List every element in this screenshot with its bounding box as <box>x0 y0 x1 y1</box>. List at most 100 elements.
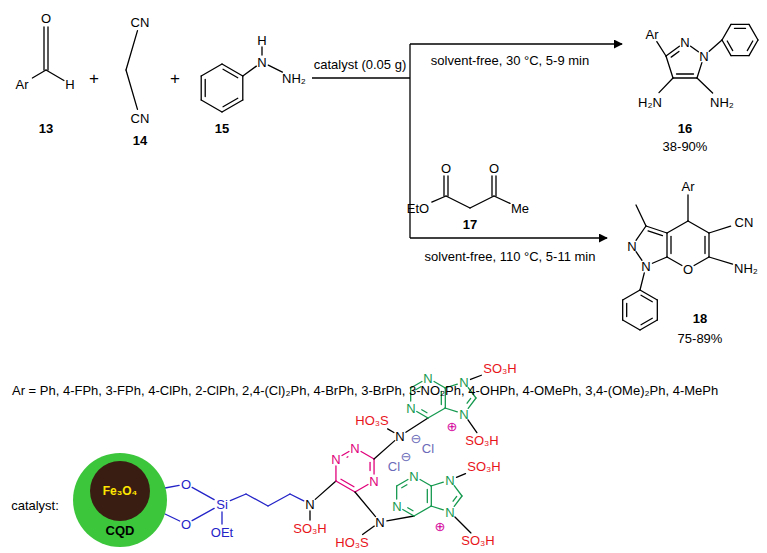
bond-line <box>694 257 709 266</box>
chem-label: NH₂ <box>710 96 734 109</box>
chem-label: OEt <box>211 526 233 539</box>
bond-line <box>335 466 336 481</box>
bond-line <box>205 80 206 97</box>
dot-label: CQD <box>73 524 167 537</box>
chem-label: SO₃H <box>465 434 498 447</box>
bond-line <box>221 512 222 524</box>
bond-line <box>641 295 652 302</box>
bond-line <box>447 176 448 196</box>
chem-label: N <box>392 500 401 513</box>
bond-line <box>722 24 731 40</box>
compound-number: 14 <box>133 134 147 147</box>
bond-line <box>455 517 471 533</box>
bond-line <box>657 42 666 56</box>
bond-line <box>388 429 394 433</box>
bond-line <box>355 492 376 517</box>
chem-label: ⊕ <box>435 520 446 533</box>
bond-line <box>402 485 407 488</box>
bond-line <box>636 226 646 240</box>
bond-line <box>491 176 492 196</box>
bond-line <box>414 506 431 516</box>
bond-line <box>201 64 222 76</box>
compound-number: 17 <box>463 218 477 231</box>
chem-label: N <box>257 56 266 69</box>
bond-line <box>373 459 374 474</box>
bond-line <box>731 55 749 56</box>
chem-label: N <box>445 474 454 487</box>
chem-label: solvent-free, 110 °C, 5-11 min <box>425 250 596 263</box>
chem-label: N <box>459 408 468 421</box>
bond-line <box>494 196 510 203</box>
chem-label: CN <box>131 112 150 125</box>
bond-line <box>470 196 494 208</box>
bond-line <box>636 205 646 226</box>
bond-line <box>387 516 414 521</box>
bond-line <box>727 41 733 51</box>
bond-line <box>673 77 697 78</box>
bond-line <box>731 24 749 25</box>
bond-line <box>355 485 368 493</box>
chem-label: SO₃H <box>483 362 516 375</box>
chem-label: EtO <box>407 202 429 215</box>
chem-label: SO₃H <box>293 522 326 535</box>
bond-line <box>342 452 349 456</box>
chem-label: Cl <box>422 442 434 455</box>
bond-line <box>704 237 705 254</box>
bond-line <box>454 486 462 496</box>
bond-line <box>468 420 477 433</box>
chem-label: N <box>627 240 636 253</box>
chem-label: O <box>41 12 51 25</box>
chem-label: H <box>257 34 266 47</box>
bond-line <box>43 27 44 70</box>
chem-label: N <box>395 430 404 443</box>
bond-line <box>32 70 46 78</box>
chem-label: H <box>65 78 74 91</box>
bond-line <box>46 70 64 80</box>
bond-line <box>422 410 427 413</box>
bond-line <box>431 482 443 486</box>
bond-line <box>652 257 667 263</box>
bond-line <box>165 485 179 488</box>
chem-label: ⊖ <box>401 450 412 463</box>
bond-line <box>735 28 746 29</box>
bond-line <box>495 176 496 196</box>
bond-line <box>223 69 238 78</box>
bond-line <box>671 51 679 57</box>
bond-line <box>471 375 482 379</box>
compound-number: 16 <box>678 122 692 135</box>
bond-line <box>666 56 673 78</box>
chem-label: SO₃H <box>461 534 494 547</box>
bond-line <box>749 24 758 40</box>
bond-line <box>431 506 443 510</box>
chem-label: Ar <box>682 180 695 193</box>
bond-line <box>242 76 243 100</box>
chem-label: N <box>459 376 468 389</box>
bond-line <box>691 46 699 52</box>
bond-line <box>688 221 709 233</box>
chem-label: Ar <box>646 28 659 41</box>
bond-line <box>192 487 214 499</box>
bond-line <box>374 441 395 459</box>
reaction-arrow <box>410 43 622 44</box>
chem-label: + <box>89 70 99 87</box>
magnetic-core: Fe₃O₄ <box>90 461 150 521</box>
chem-label: catalyst (0.05 g) <box>314 58 407 71</box>
chem-label: O <box>683 263 693 276</box>
bond-line <box>666 46 679 56</box>
bond-line <box>636 252 642 261</box>
bond-line <box>432 196 446 202</box>
reaction-arrow <box>410 237 607 238</box>
chem-label: solvent-free, 30 °C, 5-9 min <box>431 54 589 67</box>
bond-line <box>623 290 640 300</box>
bond-line <box>408 508 413 511</box>
chem-label: O <box>181 478 191 491</box>
chem-label: N <box>350 442 359 455</box>
chem-label: H₂N <box>638 96 662 109</box>
bond-line <box>697 63 702 78</box>
chem-label: N <box>331 453 340 466</box>
compound-number: 13 <box>39 122 53 135</box>
bond-line <box>640 273 644 290</box>
bond-line <box>290 494 304 501</box>
reaction-arrow <box>312 77 410 78</box>
bond-line <box>126 31 137 70</box>
